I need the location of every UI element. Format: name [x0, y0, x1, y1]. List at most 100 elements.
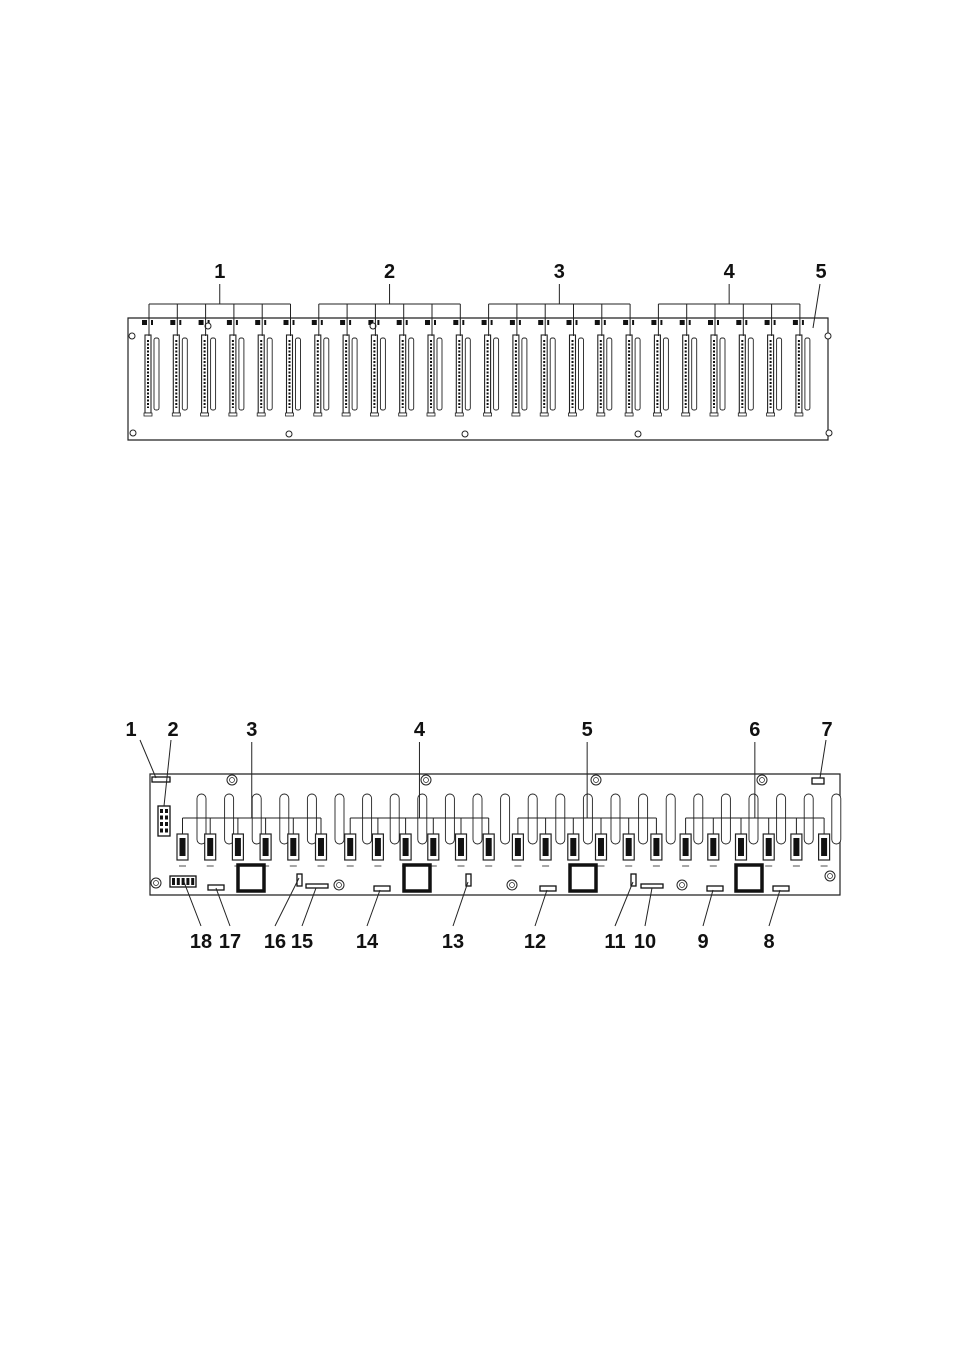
board-cutout: [639, 794, 648, 844]
connector-foot: [257, 413, 265, 416]
callout-leader: [140, 740, 156, 778]
port-socket: [347, 838, 353, 856]
expander-chip: [570, 865, 596, 891]
port-socket: [375, 838, 381, 856]
board-cutout: [611, 794, 620, 844]
mounting-hole-inner: [230, 778, 235, 783]
bay-pad-small: [774, 320, 776, 325]
bay-pad: [453, 320, 458, 325]
connector-foot: [314, 413, 322, 416]
mounting-hole-inner: [424, 778, 429, 783]
board-cutout: [777, 794, 786, 844]
callout-label-5: 5: [815, 261, 826, 283]
pin-header-10: [641, 884, 663, 888]
bay-pad: [567, 320, 572, 325]
mounting-hole: [286, 431, 292, 437]
bay-pad: [340, 320, 345, 325]
bay-slot: [720, 338, 725, 410]
board-cutout: [694, 794, 703, 844]
mounting-hole: [825, 333, 831, 339]
port-socket: [626, 838, 632, 856]
port-socket: [486, 838, 492, 856]
bay-pad-small: [179, 320, 181, 325]
cable-connector-12-body: [540, 886, 556, 891]
connector-foot: [540, 413, 548, 416]
bay-slot: [437, 338, 442, 410]
port-socket: [430, 838, 436, 856]
mounting-hole-inner: [154, 881, 159, 886]
port-socket: [543, 838, 549, 856]
power-connector: [158, 806, 170, 836]
board-cutout: [749, 794, 758, 844]
bay-pad: [482, 320, 487, 325]
bay-pad: [227, 320, 232, 325]
port-socket: [207, 838, 213, 856]
board-cutout: [583, 794, 592, 844]
power-pin: [160, 809, 163, 813]
port-socket: [515, 838, 521, 856]
power-pin: [191, 878, 194, 885]
bay-pad: [170, 320, 175, 325]
bay-slot: [522, 338, 527, 410]
cable-connector-9-body: [707, 886, 723, 891]
bay-slot: [748, 338, 753, 410]
mounting-hole-inner: [594, 778, 599, 783]
bay-pad-small: [377, 320, 379, 325]
bay-pad-small: [236, 320, 238, 325]
cable-connector-8: [773, 886, 789, 891]
pin-header-10-body: [641, 884, 663, 888]
bay-pad: [623, 320, 628, 325]
connector-foot: [682, 413, 690, 416]
bay-slot: [692, 338, 697, 410]
bay-slot: [465, 338, 470, 410]
connector-foot: [455, 413, 463, 416]
bay-slot: [352, 338, 357, 410]
bay-pad: [538, 320, 543, 325]
callout-label-5: 5: [582, 719, 593, 741]
bay-pad: [312, 320, 317, 325]
power-pin: [165, 829, 168, 833]
bay-pad: [793, 320, 798, 325]
bay-pad-small: [576, 320, 578, 325]
connector-foot: [767, 413, 775, 416]
callout-label-7: 7: [821, 719, 832, 741]
bay-slot: [663, 338, 668, 410]
callout-label-1: 1: [125, 719, 136, 741]
port-socket: [403, 838, 409, 856]
port-socket: [710, 838, 716, 856]
connector-foot: [653, 413, 661, 416]
connector-foot: [399, 413, 407, 416]
port-socket: [570, 838, 576, 856]
cable-connector-9: [707, 886, 723, 891]
connector-foot: [512, 413, 520, 416]
power-pin: [165, 822, 168, 826]
bay-pad: [765, 320, 770, 325]
callout-label-14: 14: [356, 931, 379, 953]
callout-label-2: 2: [384, 261, 395, 283]
bay-slot: [296, 338, 301, 410]
callout-label-1: 1: [214, 261, 225, 283]
callout-label-17: 17: [219, 931, 241, 953]
mounting-hole-inner: [337, 883, 342, 888]
bay-slot: [805, 338, 810, 410]
bay-slot: [182, 338, 187, 410]
connector-foot: [710, 413, 718, 416]
bay-pad: [255, 320, 260, 325]
power-pin: [160, 822, 163, 826]
pin-header-15-body: [306, 884, 328, 888]
bay-pad-small: [547, 320, 549, 325]
bay-pad: [595, 320, 600, 325]
bay-pad-small: [717, 320, 719, 325]
cable-connector-14: [374, 886, 390, 891]
callout-label-18: 18: [190, 931, 212, 953]
board-cutout: [556, 794, 565, 844]
bay-pad-small: [745, 320, 747, 325]
cable-connector-14-body: [374, 886, 390, 891]
chip-body: [404, 865, 430, 891]
connector-foot: [286, 413, 294, 416]
bay-pad-small: [491, 320, 493, 325]
